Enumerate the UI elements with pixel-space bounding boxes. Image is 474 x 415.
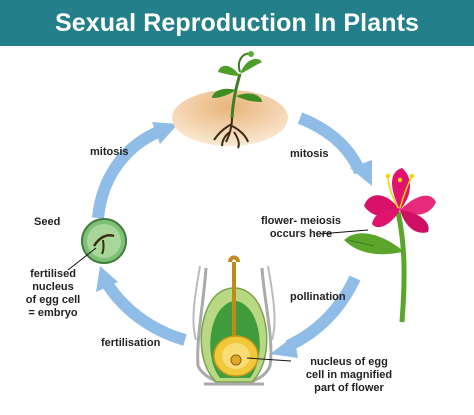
arrowhead-left-top [152, 122, 178, 144]
seedling-icon [172, 51, 288, 149]
arrow-seed-to-seedling [92, 126, 161, 219]
flower-icon [344, 168, 436, 323]
arrowhead-left-bottom [96, 266, 118, 292]
arrow-flower-to-ovary [285, 275, 361, 352]
arrow-seedling-to-flower [297, 112, 366, 175]
label-nucleus-of-egg: nucleus of egg cell in magnified part of… [305, 356, 393, 394]
seed-pointer [67, 247, 97, 271]
flower-pointer [318, 229, 369, 235]
seed-icon [81, 218, 127, 264]
arrowhead-right-bottom [270, 336, 298, 358]
label-mitosis-left: mitosis [90, 146, 129, 158]
page-title: Sexual Reproduction In Plants [54, 9, 420, 37]
ovary-icon [192, 255, 276, 386]
cycle-arrows [92, 112, 372, 358]
label-fertilisation: fertilisation [101, 337, 161, 349]
arrowhead-right-top [350, 160, 372, 186]
label-flower-meiosis: flower- meiosis occurs here [260, 215, 342, 240]
label-pollination: pollination [290, 291, 346, 303]
label-fertilised-nucleus: fertilised nucleus of egg cell = embryo [25, 268, 81, 319]
nucleus-pointer [246, 357, 292, 362]
title-bar [0, 0, 474, 46]
label-seed: Seed [34, 216, 61, 228]
label-mitosis-right: mitosis [290, 148, 329, 160]
arrow-ovary-to-seed [100, 278, 187, 346]
